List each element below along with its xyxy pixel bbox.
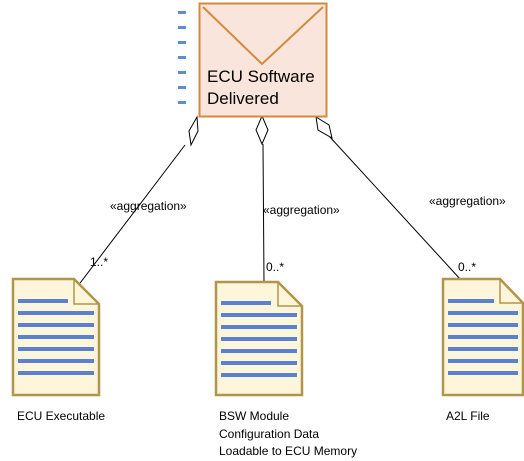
aggregation-diamond-1 [188,115,199,147]
port-marker [178,26,186,29]
document-line [221,373,297,377]
document-fold [73,279,99,305]
connector-3-stereotype: «aggregation» [429,194,506,208]
document-line [448,299,494,303]
connector-lines [73,135,462,292]
main-element-label-line-2: Delivered [207,89,279,108]
document-line [221,325,297,329]
document-fold [499,279,523,304]
aggregation-diamonds [188,114,333,147]
document-line [221,361,297,365]
document-line [18,311,94,315]
main-element[interactable]: ECU Software Delivered [178,2,328,118]
port-marker [178,11,186,14]
document-lines [448,299,518,375]
document-line [18,359,94,363]
port-marker [178,101,186,104]
document-line [448,371,518,375]
document-fold [277,282,302,307]
document-line [18,299,68,303]
document-lines [18,299,94,375]
artifact-label-line-1: A2L File [446,409,490,423]
connector-labels: «aggregation» «aggregation» «aggregation… [90,194,506,274]
port-markers [178,11,186,104]
connector-2-multiplicity: 0..* [266,260,284,274]
artifact-ecu-executable[interactable]: ECU Executable [11,277,105,423]
port-marker [178,86,186,89]
connector-line-1[interactable] [73,144,186,292]
connector-1-stereotype: «aggregation» [110,199,187,213]
connector-3-multiplicity: 0..* [458,260,476,274]
aggregation-diamond-2 [255,114,269,146]
main-element-label-line-1: ECU Software [207,67,315,86]
document-line [18,347,94,351]
port-marker [178,41,186,44]
document-line [221,337,297,341]
document-line [221,313,297,317]
document-lines [221,301,297,377]
artifact-label-line-1: ECU Executable [17,409,105,423]
aggregation-diamond-3 [315,116,333,140]
document-line [448,311,518,315]
port-marker [178,71,186,74]
document-line [18,371,94,375]
connector-2-stereotype: «aggregation» [263,203,340,217]
artifact-label-line-1: BSW Module [219,409,289,423]
document-line [448,347,518,351]
document-line [18,323,94,327]
envelope-icon [202,6,324,66]
artifact-a2l-file[interactable]: A2L File [441,277,524,423]
document-line [448,359,518,363]
connector-line-2[interactable] [262,143,265,284]
document-line [448,323,518,327]
document-line [221,349,297,353]
connector-line-3[interactable] [328,135,462,281]
document-line [18,335,94,339]
artifact-bsw-module-configuration-data[interactable]: BSW Module Configuration Data Loadable t… [214,280,357,458]
document-line [448,335,518,339]
port-marker [178,56,186,59]
document-line [221,301,271,305]
artifact-label-line-3: Loadable to ECU Memory [219,444,357,458]
artifact-label-line-2: Configuration Data [219,427,319,441]
connector-1-multiplicity: 1..* [90,255,108,269]
